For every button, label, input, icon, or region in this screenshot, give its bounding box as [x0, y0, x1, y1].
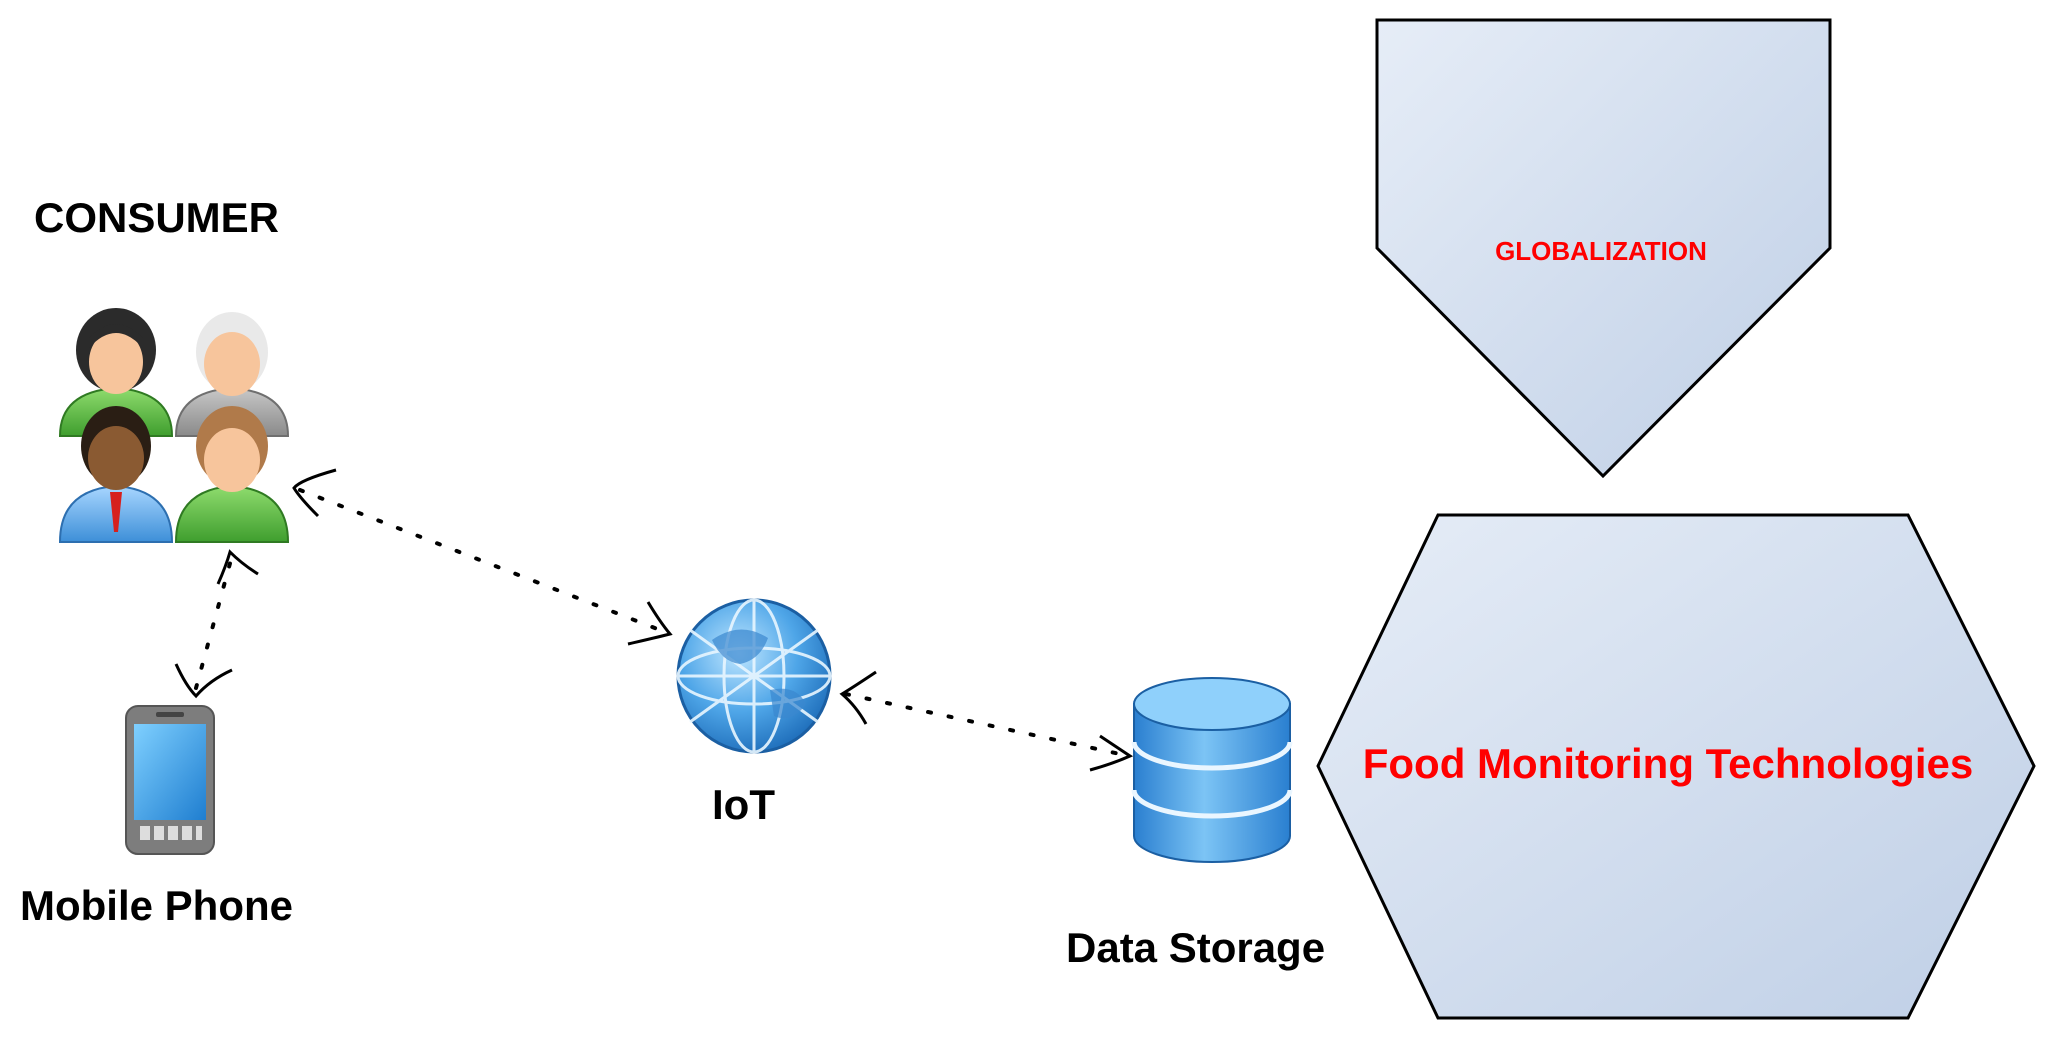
food-monitoring-hexagon [1316, 513, 2036, 1020]
arrowhead-to-phone [174, 663, 233, 699]
consumer-label: CONSUMER [34, 194, 280, 241]
people-group-icon [58, 308, 290, 543]
iot-label: IoT [712, 781, 775, 828]
globalization-label: GLOBALIZATION [1495, 236, 1707, 266]
globe-icon [676, 598, 832, 754]
arrowhead-to-iot-2 [839, 670, 877, 725]
arrowhead-to-iot [627, 601, 673, 646]
connector-consumer-iot [292, 468, 673, 646]
arrowhead-to-consumer [292, 468, 337, 518]
connector-phone-consumer [174, 549, 259, 699]
connector-iot-storage [839, 670, 1134, 772]
globalization-arrow-shape [1375, 18, 1832, 479]
food-monitoring-label: Food Monitoring Technologies [1362, 740, 1974, 787]
arrowhead-to-consumer-2 [216, 549, 259, 585]
smartphone-icon [125, 705, 215, 855]
mobile-phone-label: Mobile Phone [20, 882, 293, 929]
database-icon [1131, 677, 1293, 863]
arrowhead-to-storage [1089, 734, 1134, 772]
data-storage-label: Data Storage [1066, 924, 1326, 971]
